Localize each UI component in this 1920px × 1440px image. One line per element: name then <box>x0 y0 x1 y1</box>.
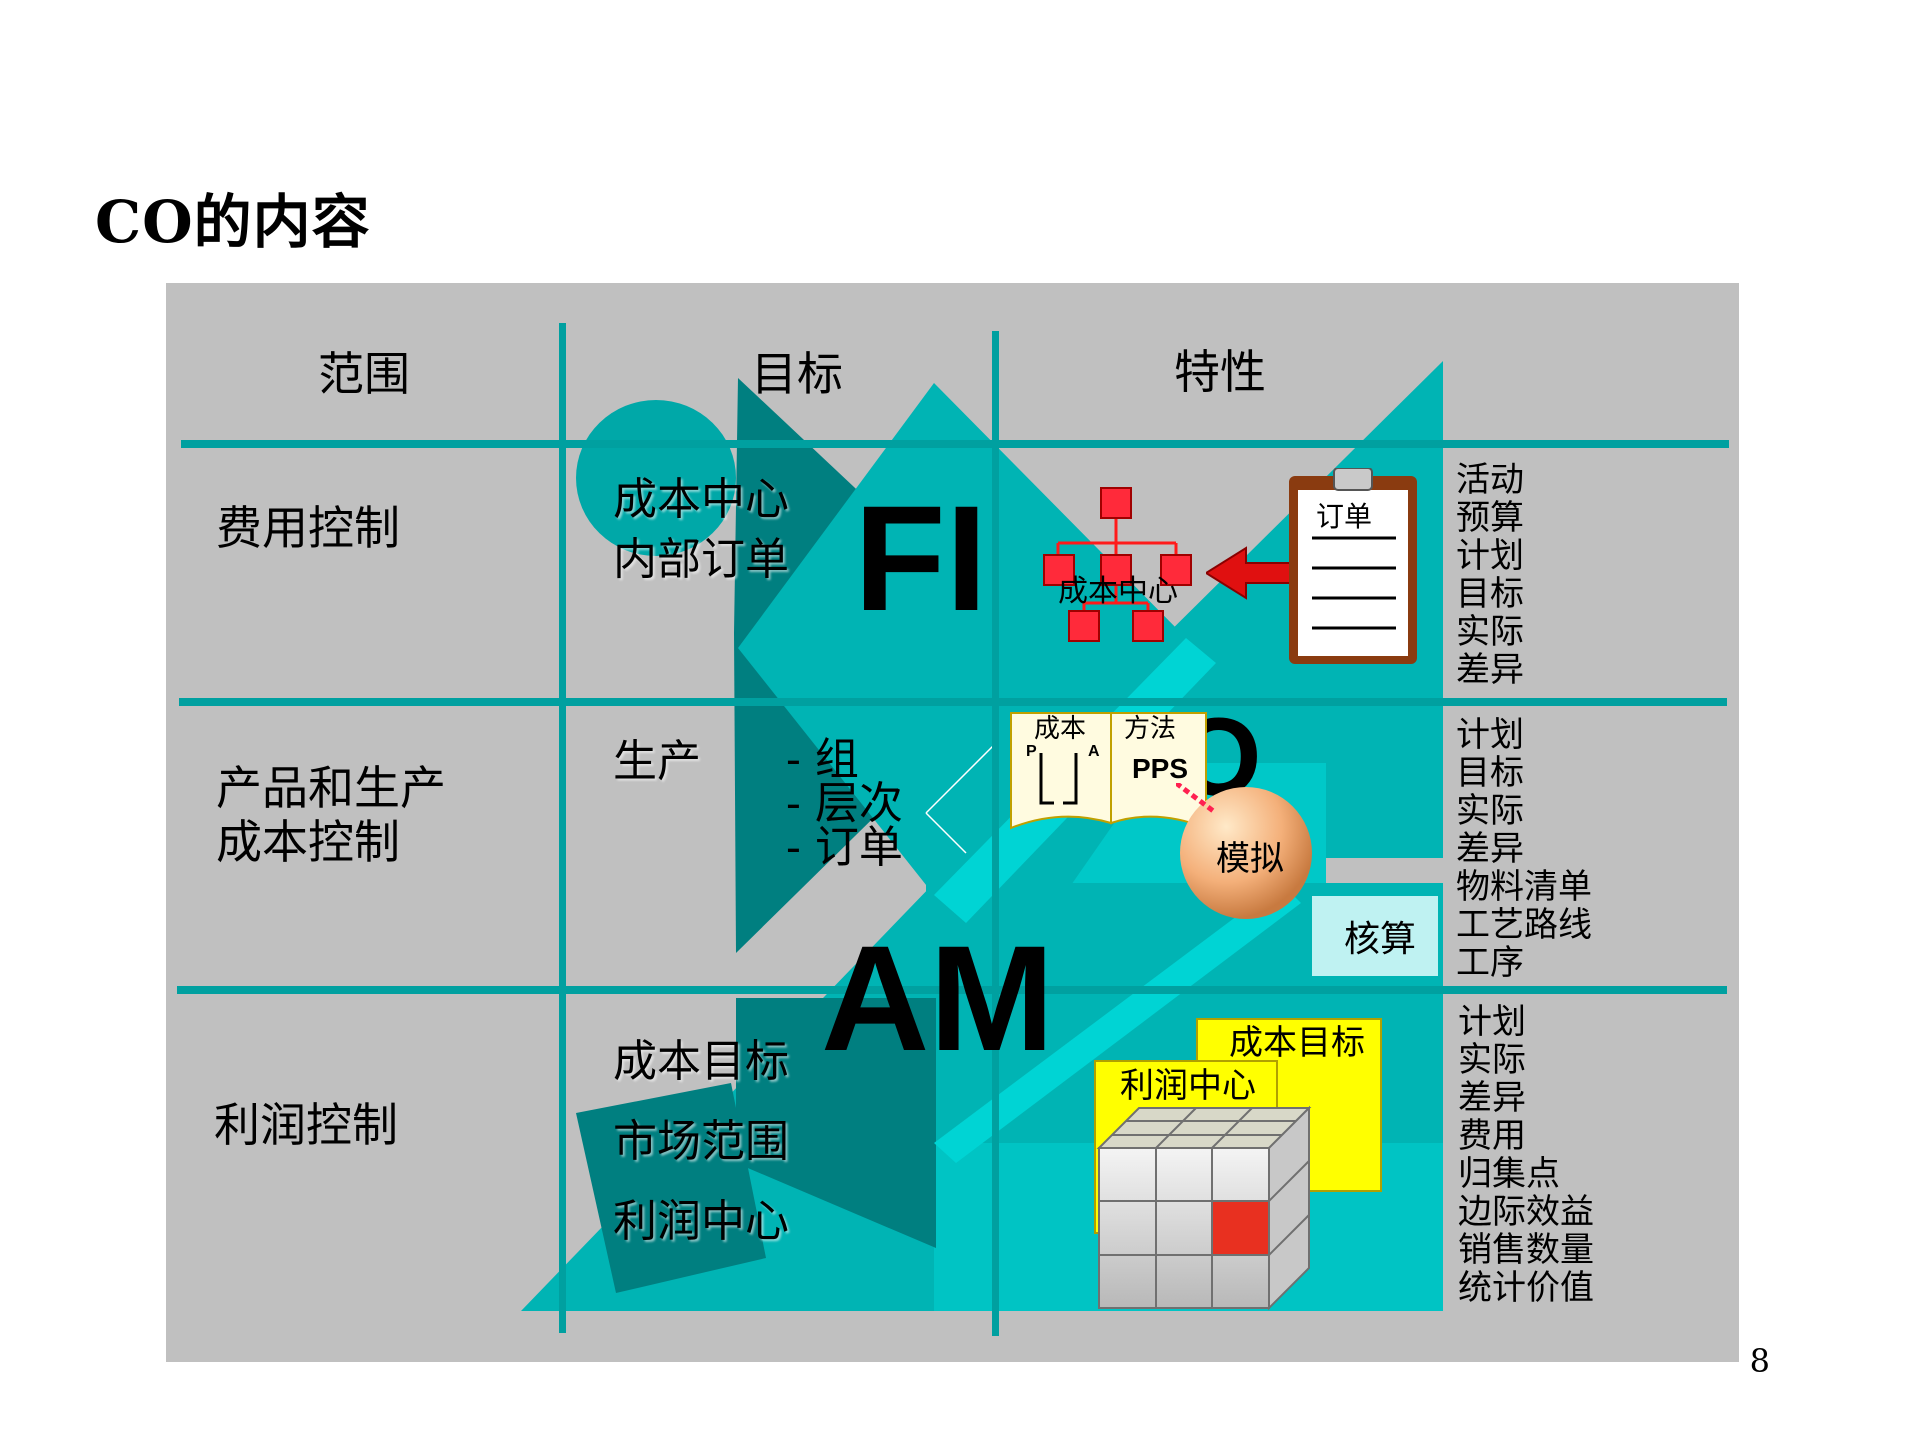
feature-item: 预算 <box>1456 498 1524 538</box>
sub-item: - 组 <box>786 734 859 785</box>
feature-item: 销售数量 <box>1458 1230 1594 1270</box>
letters-fi: FI <box>854 474 988 642</box>
feature-item: 实际 <box>1456 791 1524 831</box>
goal-production-sublist: - 组 - 层次 - 订单 <box>786 738 903 870</box>
small-dark-square <box>576 1083 766 1293</box>
feature-item: 工艺路线 <box>1456 905 1592 945</box>
row-divider-2 <box>179 698 1727 706</box>
card-cost-target-label: 成本目标 <box>1229 1023 1365 1063</box>
clipboard-label: 订单 <box>1316 500 1373 533</box>
feature-item: 目标 <box>1456 574 1524 614</box>
scope-line: 产品和生产 <box>216 761 446 815</box>
accounting-label: 核算 <box>1344 919 1417 960</box>
goal-internal-order: 内部订单 <box>613 534 789 585</box>
goal-market-scope: 市场范围 <box>613 1116 789 1167</box>
book-letter-a: A <box>1088 743 1100 760</box>
slide-title: CO的内容 <box>95 188 371 256</box>
feature-item: 统计价值 <box>1458 1268 1594 1308</box>
diamond-top <box>738 383 1186 895</box>
feature-item: 计划 <box>1458 1002 1526 1042</box>
co-overview-panel: 范围 目标 特性 费用控制 成本中心 内部订单 FI AM O 成本中心 <box>166 283 1739 1362</box>
feature-item: 费用 <box>1458 1116 1526 1156</box>
header-goal: 目标 <box>751 347 843 401</box>
goal-production: 生产 <box>613 736 701 787</box>
feature-item: 实际 <box>1456 612 1524 652</box>
org-chart-label: 成本中心 <box>1058 574 1178 609</box>
features-cost-control: 活动 预算 计划 目标 实际 差异 <box>1456 461 1524 689</box>
feature-item: 差异 <box>1456 650 1524 690</box>
page-number: 8 <box>1749 1342 1770 1380</box>
sphere-label: 模拟 <box>1216 839 1284 879</box>
scope-line: 成本控制 <box>216 815 400 869</box>
book-right-label: 方法 <box>1124 714 1177 744</box>
row-divider-3 <box>177 986 1727 994</box>
feature-item: 差异 <box>1458 1078 1526 1118</box>
feature-item: 边际效益 <box>1458 1192 1594 1232</box>
row-divider-1 <box>181 440 1729 448</box>
feature-item: 物料清单 <box>1456 867 1592 907</box>
scope-product-cost-control: 产品和生产 成本控制 <box>216 761 446 869</box>
feature-item: 目标 <box>1456 753 1524 793</box>
features-profit-control: 计划 实际 差异 费用 归集点 边际效益 销售数量 统计价值 <box>1458 1003 1594 1307</box>
feature-item: 差异 <box>1456 829 1524 869</box>
header-scope: 范围 <box>318 347 410 401</box>
col-divider-2 <box>992 331 999 1336</box>
sub-item: - 订单 <box>786 822 903 873</box>
sub-item: - 层次 <box>786 778 903 829</box>
feature-item: 计划 <box>1456 715 1524 755</box>
bottom-dark-block <box>736 998 936 1248</box>
accounting-box <box>1312 896 1438 976</box>
scope-cost-control: 费用控制 <box>216 501 400 555</box>
card-profit-center-label: 利润中心 <box>1120 1066 1256 1106</box>
feature-item: 实际 <box>1458 1040 1526 1080</box>
feature-item: 活动 <box>1456 460 1524 500</box>
letters-am: AM <box>821 914 1055 1082</box>
book-icon <box>1010 712 1207 830</box>
cube-icon <box>1096 1105 1312 1311</box>
teal-circle <box>576 400 736 556</box>
bottom-edge-light <box>934 883 1301 1163</box>
col-divider-1 <box>559 323 566 1333</box>
book-left-label: 成本 <box>1034 714 1087 744</box>
book-letter-p: P <box>1026 743 1037 760</box>
sphere-icon <box>1176 783 1312 919</box>
scope-profit-control: 利润控制 <box>214 1098 398 1152</box>
org-chart-icon <box>1043 487 1192 642</box>
goal-cost-target: 成本目标 <box>613 1036 789 1087</box>
goal-cost-center: 成本中心 <box>613 474 789 525</box>
feature-item: 计划 <box>1456 536 1524 576</box>
clipboard-icon <box>1289 468 1417 664</box>
features-product-cost: 计划 目标 实际 差异 物料清单 工艺路线 工序 <box>1456 716 1592 982</box>
feature-item: 归集点 <box>1458 1154 1560 1194</box>
book-pps: PPS <box>1132 753 1189 784</box>
goal-profit-center: 利润中心 <box>613 1196 789 1247</box>
feature-item: 工序 <box>1456 943 1524 983</box>
header-feature: 特性 <box>1174 345 1266 399</box>
